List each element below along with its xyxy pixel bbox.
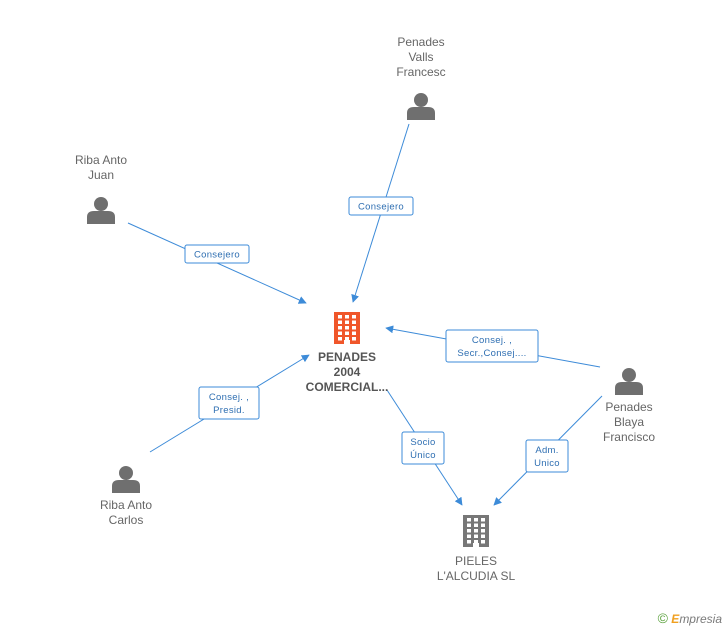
node-label: Carlos	[109, 513, 144, 527]
edge-penades-blaya-to-pieles: Adm. Unico	[493, 395, 603, 506]
copyright-symbol: ©	[657, 610, 668, 626]
node-label: Penades	[397, 35, 444, 49]
edge-label-box[interactable]	[184, 244, 250, 264]
edge-penades-blaya-to-penades-2004: Consej. , Secr.,Consej....	[385, 325, 601, 368]
edge-label-box[interactable]	[348, 196, 414, 216]
edge-label-box[interactable]	[198, 386, 260, 420]
person-icon	[615, 368, 643, 395]
edge-penades-valls-to-penades-2004: Consejero	[348, 123, 414, 303]
building-icon	[334, 312, 360, 344]
edge-label-text: Consejero	[358, 202, 404, 213]
edge-label-text: Consej. ,	[472, 335, 512, 346]
edge-label-text: Socio	[410, 437, 435, 448]
node-label: L'ALCUDIA SL	[437, 569, 516, 583]
edge-label-box[interactable]	[525, 439, 569, 473]
brand-logo: Empresia	[671, 612, 722, 626]
node-label: PIELES	[455, 554, 497, 568]
edge-label-text: Consejero	[194, 250, 240, 261]
node-label: Valls	[408, 50, 433, 64]
edge-label-box[interactable]	[445, 329, 539, 363]
edge-label-text: Unico	[534, 458, 560, 469]
building-icon	[463, 515, 489, 547]
node-penades-2004[interactable]: PENADES2004COMERCIAL...	[306, 312, 389, 394]
edge-riba-carlos-to-penades-2004: Consej. , Presid.	[149, 354, 310, 453]
edge-label-text: Único	[410, 450, 436, 461]
node-label: PENADES	[318, 350, 376, 364]
edge-riba-juan-to-penades-2004: Consejero	[127, 222, 307, 304]
edge-label-text: Presid.	[213, 405, 245, 416]
node-label: Penades	[605, 400, 652, 414]
person-icon	[112, 466, 140, 493]
edge-label-text: Secr.,Consej....	[457, 348, 526, 359]
node-label: Riba Anto	[100, 498, 152, 512]
person-icon	[407, 93, 435, 120]
footer-brand: © Empresia	[658, 610, 722, 626]
node-label: Riba Anto	[75, 153, 127, 167]
node-label: COMERCIAL...	[306, 380, 389, 394]
edge-label-box[interactable]	[401, 431, 445, 465]
edge-label-text: Adm.	[535, 445, 558, 456]
node-label: Blaya	[614, 415, 644, 429]
person-icon	[87, 197, 115, 224]
node-label: Juan	[88, 168, 114, 182]
node-label: Francisco	[603, 430, 655, 444]
node-label: 2004	[334, 365, 361, 379]
node-label: Francesc	[396, 65, 445, 79]
edge-label-text: Consej. ,	[209, 392, 249, 403]
